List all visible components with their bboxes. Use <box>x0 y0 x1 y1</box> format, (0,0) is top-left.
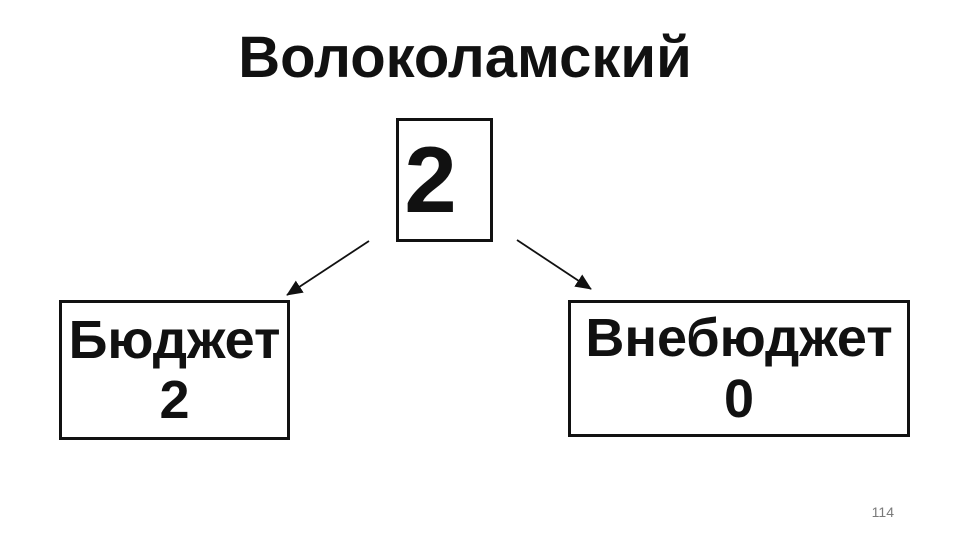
arrow-to-budget <box>286 240 370 296</box>
offbudget-node-box: Внебюджет 0 <box>568 300 910 437</box>
page-number: 114 <box>871 504 894 520</box>
root-node-box: 2 <box>396 118 493 242</box>
budget-node-value: 2 <box>159 370 190 430</box>
budget-node-label: Бюджет <box>68 309 281 370</box>
budget-node-box: Бюджет 2 <box>59 300 290 440</box>
slide-title: Волоколамский <box>238 25 692 90</box>
offbudget-node-label: Внебюджет <box>585 308 893 369</box>
root-node-value: 2 <box>404 127 457 232</box>
offbudget-node-value: 0 <box>723 368 755 429</box>
arrow-to-offbudget <box>516 239 592 290</box>
